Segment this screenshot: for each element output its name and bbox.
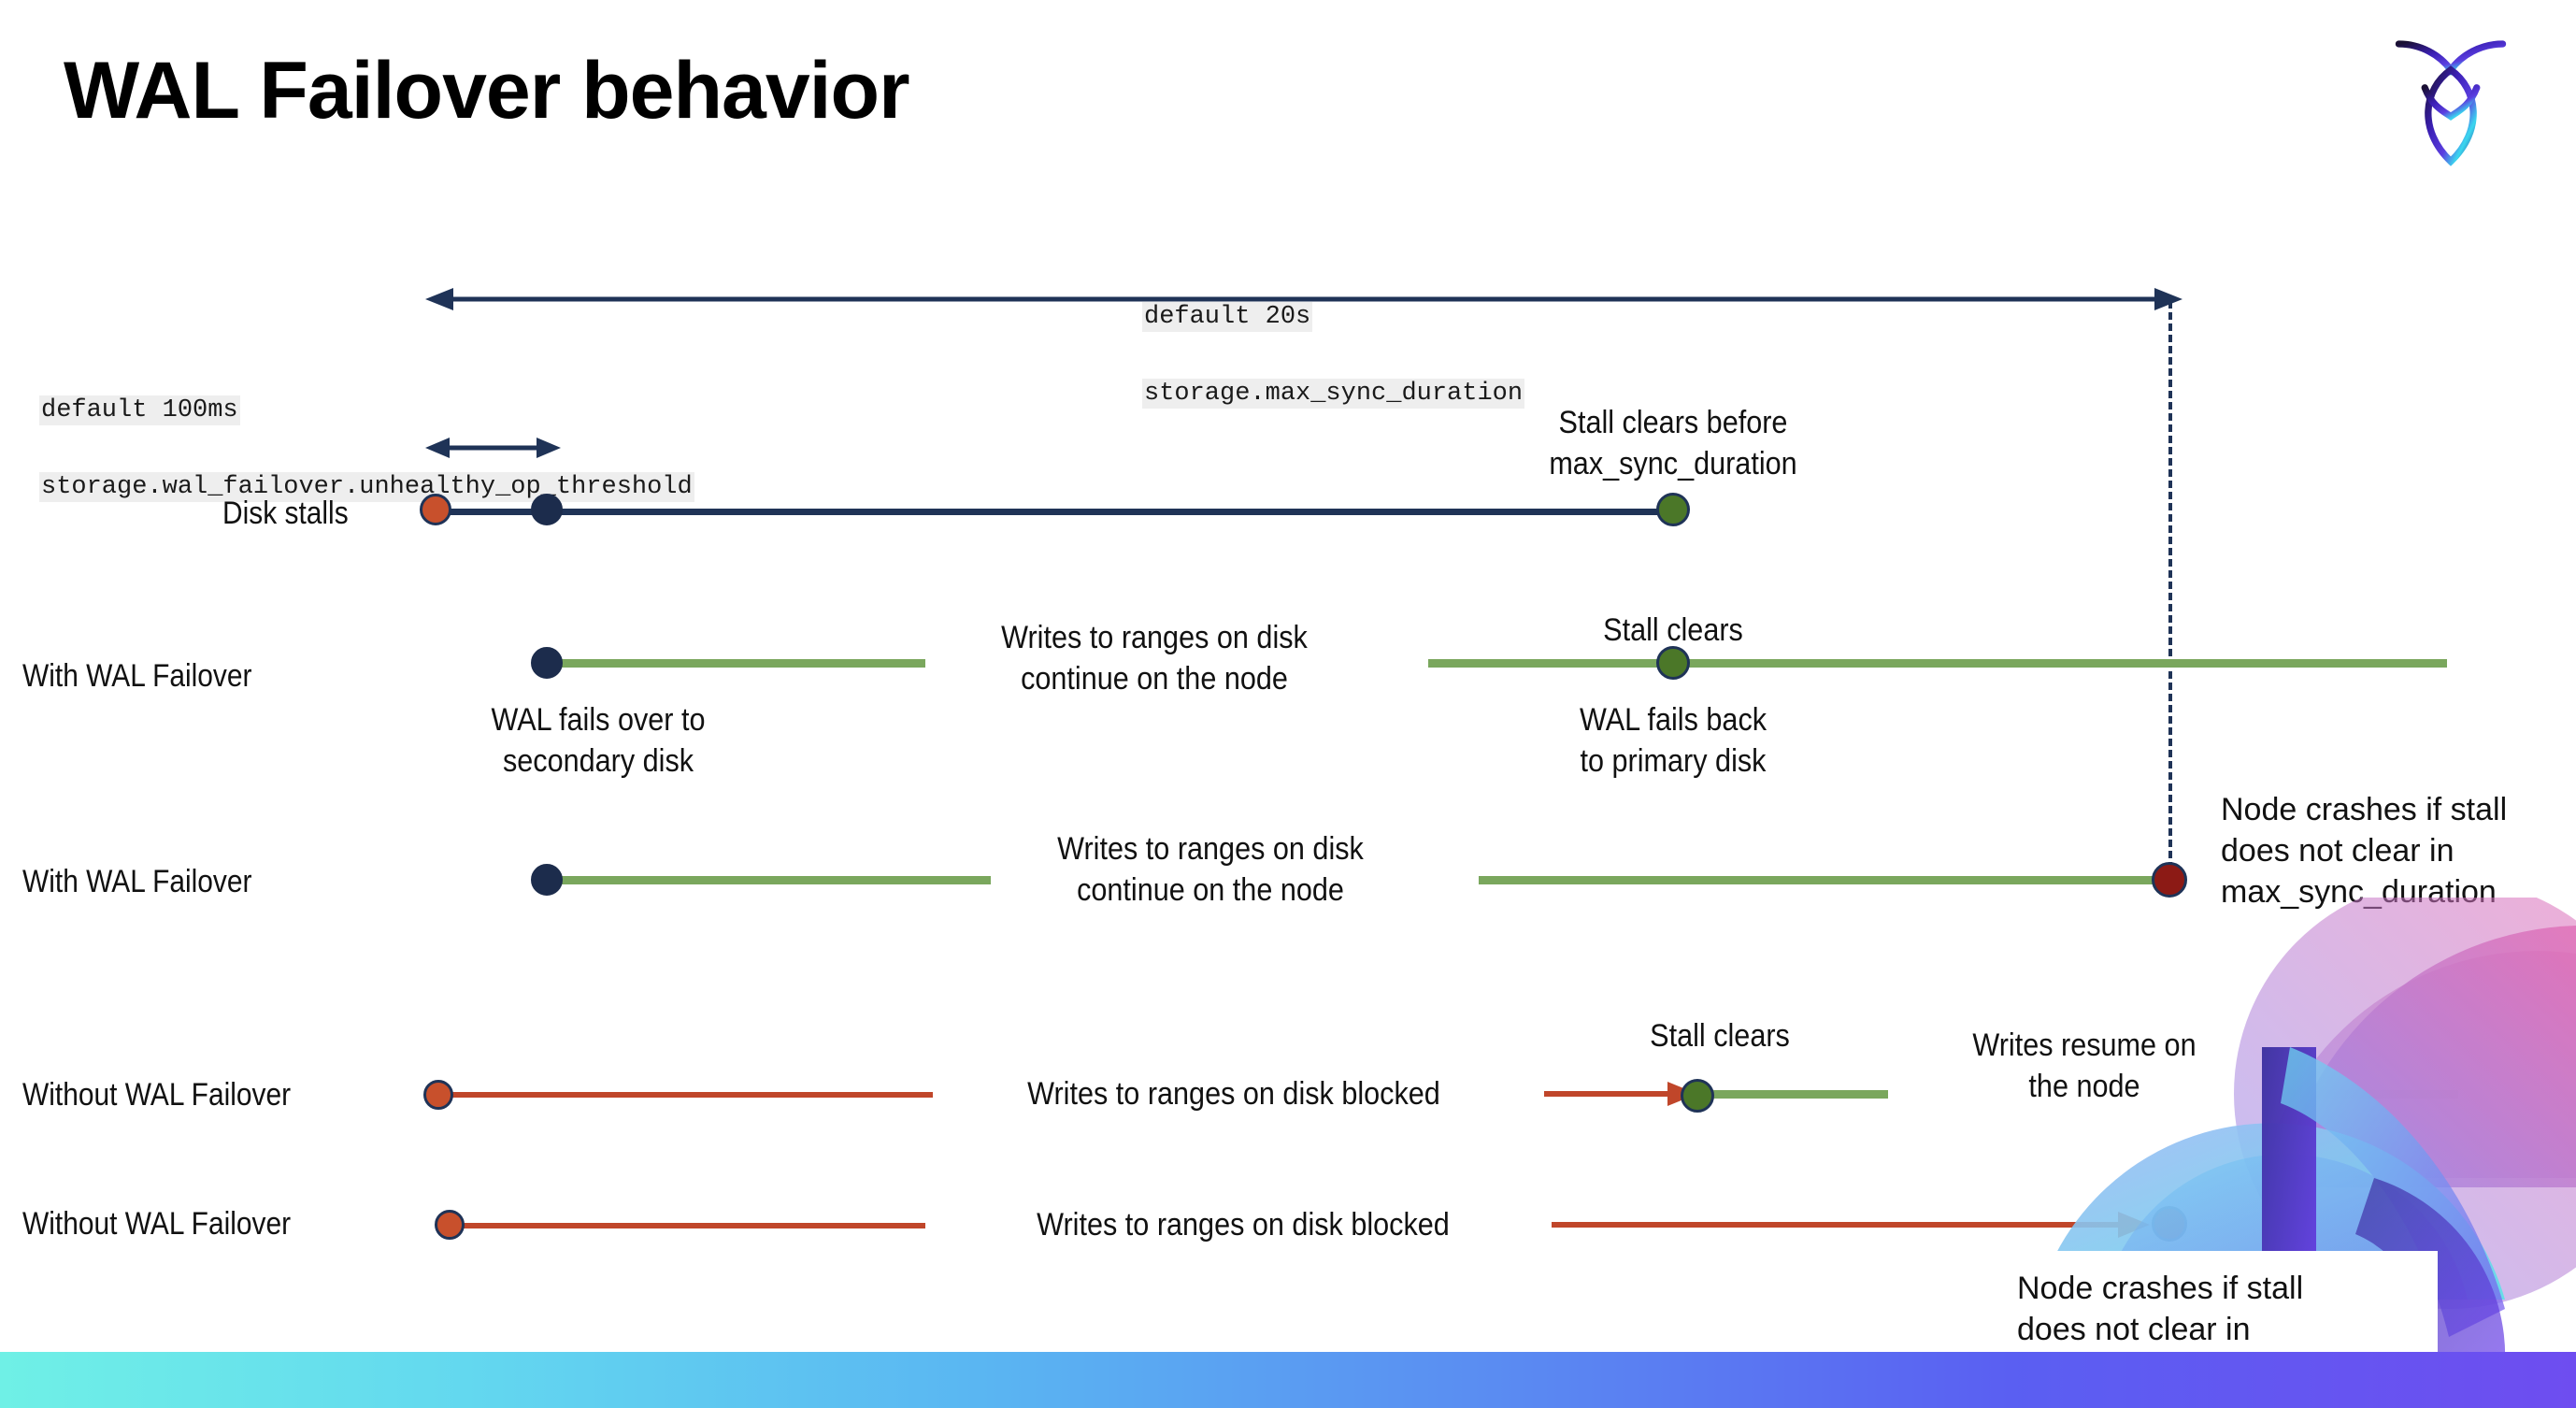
note-node-crashes-row2: Node crashes if stall does not clear in …	[2221, 792, 2508, 911]
without-wal-failover-2-blocked-arrow	[1552, 1212, 2150, 1238]
note-stall-clears-row1: Stall clears	[1603, 612, 1743, 648]
with-wal-failover-1-failover-dot	[531, 647, 563, 679]
without-wal-failover-2-blocked-segment	[458, 1223, 925, 1228]
row-label-without-wal-failover-2: Without WAL Failover	[22, 1206, 292, 1242]
page-title: WAL Failover behavior	[64, 46, 910, 136]
max-sync-duration-guide-line	[2168, 301, 2172, 881]
unhealthy-op-threshold-span-arrow	[425, 438, 561, 458]
disk-stalls-clear-dot	[1656, 493, 1690, 526]
with-wal-failover-1-segment-right	[1428, 659, 2447, 668]
unhealthy-setting-label: storage.wal_failover.unhealthy_op_thresh…	[39, 472, 694, 503]
without-wal-failover-1-resume-segment-2	[2290, 1090, 2458, 1099]
with-wal-failover-2-crash-dot	[2152, 862, 2187, 898]
without-wal-failover-1-blocked-arrow	[1544, 1082, 1697, 1106]
without-wal-failover-1-start-dot	[423, 1080, 453, 1110]
note-wal-fails-back-to-primary: WAL fails back to primary disk	[1579, 702, 1767, 780]
note-writes-blocked-row4: Writes to ranges on disk blocked	[1027, 1076, 1440, 1112]
note-writes-blocked-row5: Writes to ranges on disk blocked	[1037, 1207, 1450, 1243]
with-wal-failover-2-segment-right	[1479, 876, 2170, 884]
row-label-disk-stalls: Disk stalls	[222, 496, 349, 531]
disk-stalls-failover-dot	[531, 494, 563, 525]
without-wal-failover-1-clear-dot	[1681, 1079, 1714, 1113]
without-wal-failover-2-crash-dot	[2152, 1206, 2187, 1242]
max-sync-duration-annotation: default 20s storage.max_sync_duration	[1142, 260, 1525, 413]
row-label-without-wal-failover-1: Without WAL Failover	[22, 1077, 292, 1113]
without-wal-failover-2-start-dot	[435, 1210, 465, 1240]
note-writes-continue-row2: Writes to ranges on disk continue on the…	[1057, 831, 1364, 909]
note-writes-resume-on-node: Writes resume on the node	[1972, 1027, 2197, 1105]
without-wal-failover-1-blocked-segment	[447, 1092, 933, 1098]
with-wal-failover-2-failover-dot	[531, 864, 563, 896]
disk-stalls-start-dot	[420, 494, 451, 525]
note-stall-clears-row4: Stall clears	[1650, 1018, 1790, 1054]
unhealthy-default-label: default 100ms	[39, 395, 240, 426]
note-writes-continue-row1: Writes to ranges on disk continue on the…	[1001, 620, 1308, 697]
without-wal-failover-1-resume-segment	[1710, 1090, 1888, 1099]
unhealthy-op-threshold-annotation: default 100ms storage.wal_failover.unhea…	[39, 353, 694, 507]
with-wal-failover-2-segment-left	[551, 876, 991, 884]
max-sync-duration-span-arrow	[425, 288, 2182, 310]
with-wal-failover-1-segment-left	[551, 659, 925, 668]
max-sync-setting-label: storage.max_sync_duration	[1142, 379, 1525, 409]
note-stall-clears-before-max-sync: Stall clears before max_sync_duration	[1549, 405, 1797, 482]
bottom-gradient-bar	[0, 1352, 2576, 1408]
row-label-with-wal-failover-2: With WAL Failover	[22, 864, 252, 899]
row-label-with-wal-failover-1: With WAL Failover	[22, 658, 252, 694]
max-sync-default-label: default 20s	[1142, 302, 1313, 333]
disk-stalls-timeline	[439, 509, 1673, 515]
cockroachdb-logo-icon	[2382, 26, 2520, 168]
with-wal-failover-1-clear-dot	[1656, 646, 1690, 680]
note-wal-fails-over-to-secondary: WAL fails over to secondary disk	[491, 702, 706, 780]
